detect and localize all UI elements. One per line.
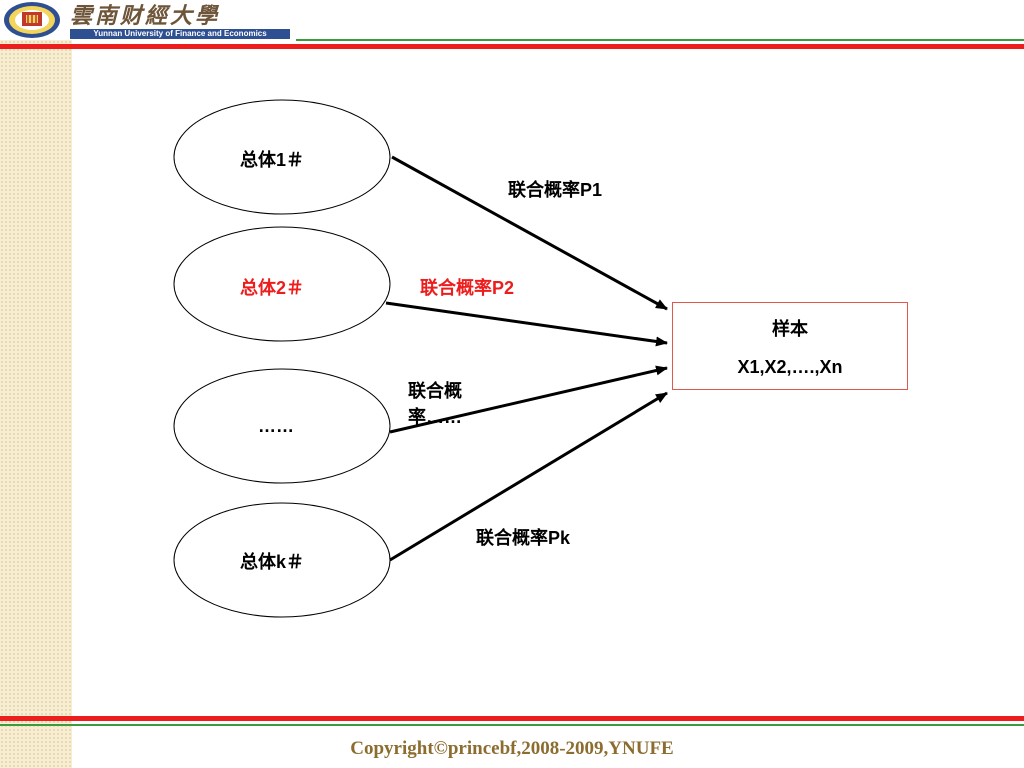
population-2-label: 总体2＃ — [240, 278, 305, 298]
decorative-side-strip — [0, 0, 72, 768]
arrow-p2 — [385, 301, 668, 347]
university-seal-icon — [4, 2, 60, 38]
population-ellipsis-label: …… — [258, 416, 294, 436]
slide-header: 雲南财經大學 Yunnan University of Finance and … — [0, 0, 1024, 52]
arrow-p1 — [391, 155, 668, 311]
population-2-ellipse — [173, 226, 391, 342]
arrow-pk — [389, 391, 668, 562]
header-green-rule — [296, 39, 1024, 41]
population-1-ellipse — [173, 99, 391, 215]
population-ellipsis-ellipse — [173, 368, 391, 484]
probability-pn-label: 联合概率…… — [408, 381, 462, 427]
footer-green-rule — [0, 724, 1024, 726]
sample-box: 样本 X1,X2,….,Xn — [672, 302, 908, 390]
university-name-en: Yunnan University of Finance and Economi… — [70, 29, 290, 39]
arrow-pn — [389, 365, 668, 434]
probability-pk-label: 联合概率Pk — [476, 528, 571, 548]
sample-values: X1,X2,….,Xn — [737, 357, 843, 377]
side-strip-edge — [72, 0, 75, 768]
sample-title: 样本 — [772, 319, 808, 339]
university-name-cn: 雲南财經大學 — [70, 3, 221, 29]
header-red-rule — [0, 44, 1024, 49]
population-1-label: 总体1＃ — [240, 150, 305, 170]
probability-p2-label: 联合概率P2 — [420, 278, 515, 298]
university-logo: 雲南财經大學 Yunnan University of Finance and … — [0, 0, 296, 40]
footer-copyright: Copyright©princebf,2008-2009,YNUFE — [350, 738, 674, 759]
probability-p1-label: 联合概率P1 — [508, 180, 603, 200]
footer-red-rule — [0, 716, 1024, 721]
population-k-label: 总体k＃ — [240, 552, 305, 572]
